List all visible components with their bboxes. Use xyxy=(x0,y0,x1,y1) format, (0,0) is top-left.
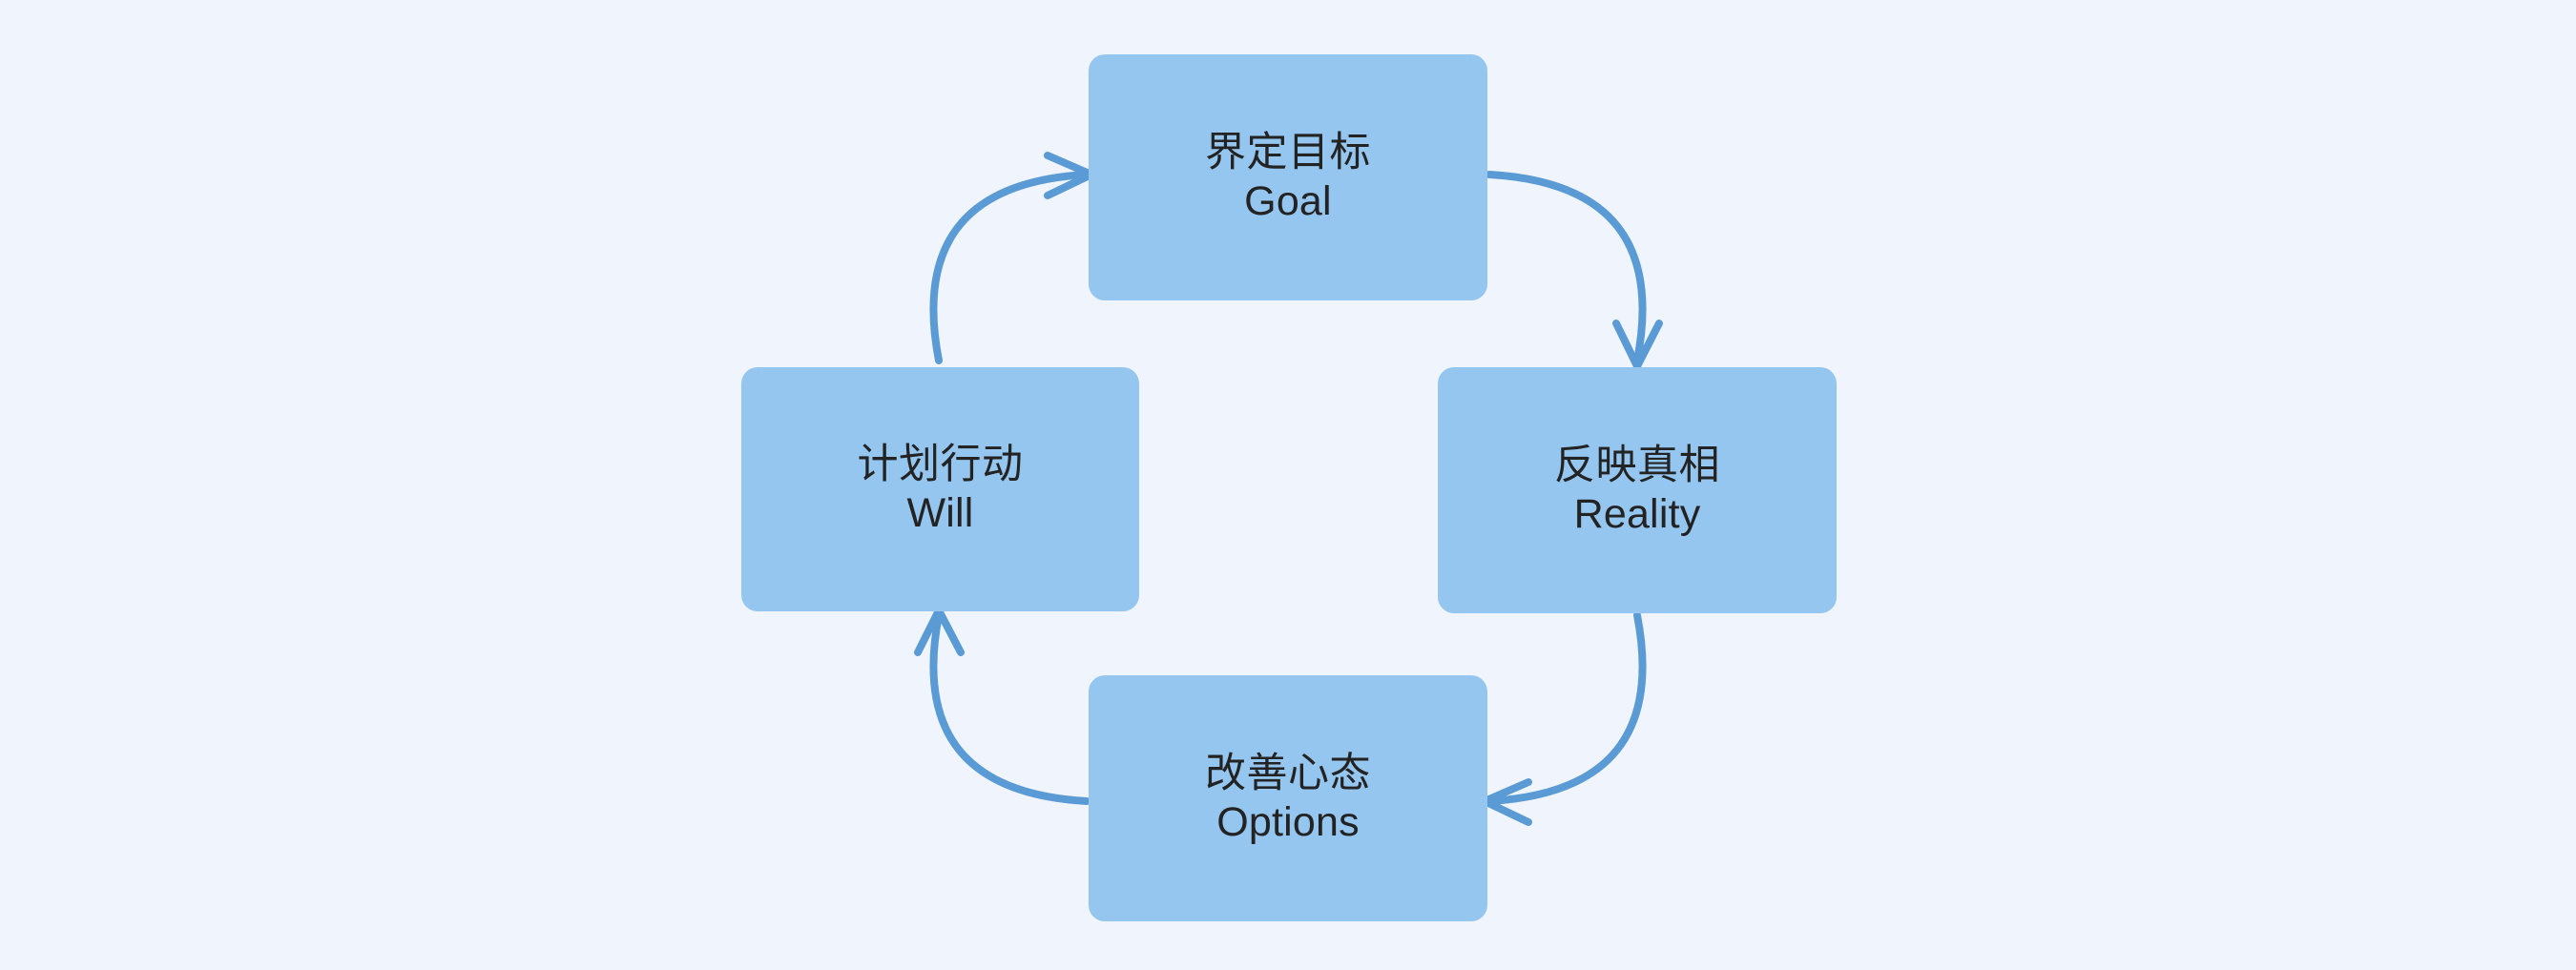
node-options-label-en: Options xyxy=(1216,799,1360,845)
node-will-label-cn: 计划行动 xyxy=(857,442,1024,488)
node-reality-label-cn: 反映真相 xyxy=(1554,443,1720,489)
node-will[interactable]: 计划行动 Will xyxy=(741,367,1139,611)
node-goal-label-en: Goal xyxy=(1244,178,1332,224)
node-options[interactable]: 改善心态 Options xyxy=(1089,675,1487,921)
node-reality[interactable]: 反映真相 Reality xyxy=(1438,367,1837,613)
arrow-will-to-goal xyxy=(929,152,1095,364)
node-options-label-cn: 改善心态 xyxy=(1205,751,1371,797)
arrow-options-to-will xyxy=(914,607,1091,805)
node-reality-label-en: Reality xyxy=(1573,491,1701,537)
arrow-reality-to-options xyxy=(1481,611,1647,826)
arrow-goal-to-reality xyxy=(1485,171,1663,370)
node-goal[interactable]: 界定目标 Goal xyxy=(1089,54,1487,300)
node-goal-label-cn: 界定目标 xyxy=(1205,130,1371,176)
node-will-label-en: Will xyxy=(906,490,974,536)
